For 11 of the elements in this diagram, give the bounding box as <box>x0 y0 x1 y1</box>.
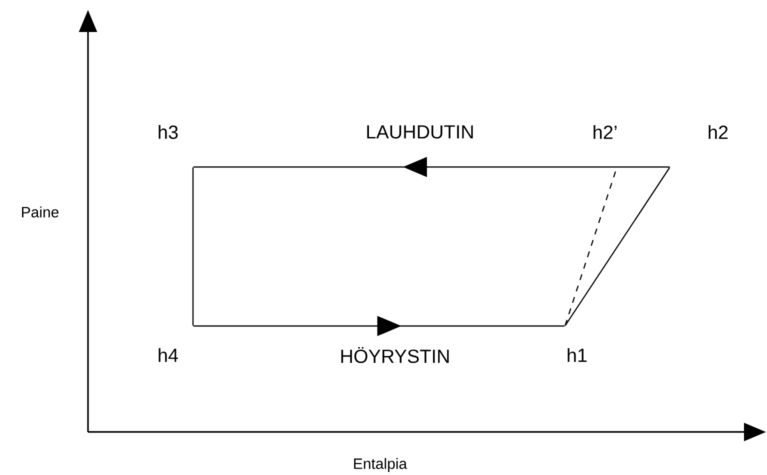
edge-label: HÖYRYSTIN <box>341 346 449 364</box>
edge-label: LAUHDUTIN <box>367 125 473 139</box>
point-label: h4 <box>158 348 178 362</box>
cycle-line <box>192 167 194 326</box>
axis-label: Entalpia <box>354 458 408 472</box>
point-label: h2’ <box>594 125 616 139</box>
point-label: h1 <box>568 348 587 362</box>
point-label: h2 <box>708 125 728 139</box>
cycle-line <box>564 167 670 326</box>
axis-label: Paine <box>22 206 59 218</box>
point-label: h3 <box>158 125 178 139</box>
